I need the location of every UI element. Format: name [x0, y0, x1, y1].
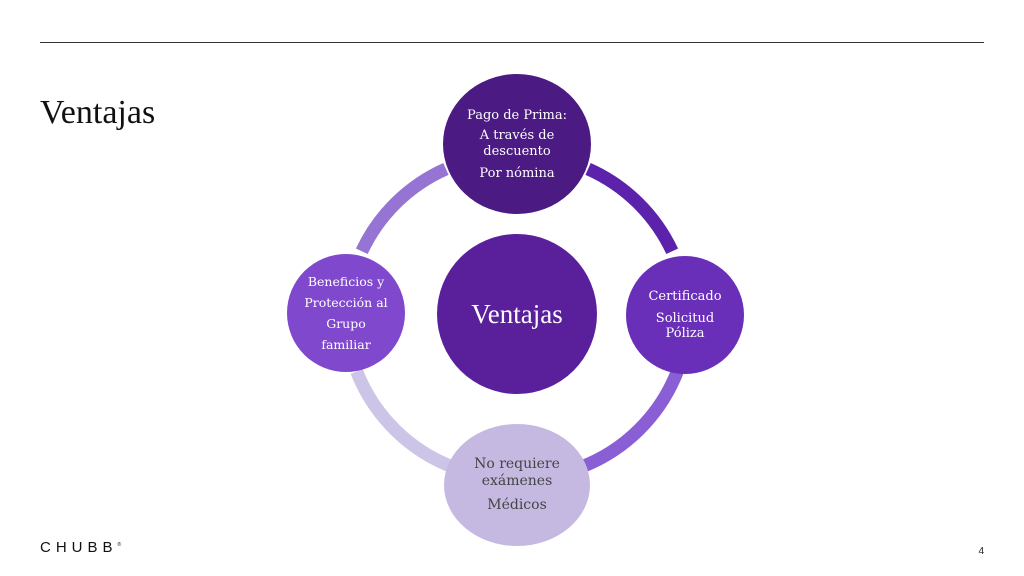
node-no-requiere-examenes: No requiere exámenes Médicos	[444, 424, 590, 546]
node-beneficios: Beneficios y Protección al Grupo familia…	[287, 254, 405, 372]
arc-pago-to-certificado	[585, 162, 679, 255]
node-beneficios-line-4: familiar	[321, 337, 371, 352]
node-certificado-line-1: Certificado	[648, 289, 722, 304]
node-certificado-line-3: Póliza	[665, 326, 705, 341]
top-rule	[40, 42, 984, 43]
center-node: Ventajas	[437, 234, 597, 394]
node-pago-line-3: descuento	[483, 143, 551, 159]
chubb-logo-text: CHUBB	[40, 539, 118, 556]
node-examenes-line-2: exámenes	[481, 473, 553, 489]
slide-title: Ventajas	[40, 94, 156, 131]
arc-beneficios-to-pago	[355, 162, 449, 255]
node-beneficios-line-2: Protección al	[304, 295, 388, 310]
chubb-logo: CHUBB®	[40, 539, 121, 556]
arc-examenes-to-beneficios	[350, 369, 457, 474]
node-pago-line-2: A través de	[479, 127, 555, 143]
node-pago-line-1: Pago de Prima:	[467, 107, 567, 123]
node-certificado: Certificado Solicitud Póliza	[626, 256, 744, 374]
node-beneficios-line-1: Beneficios y	[307, 274, 385, 289]
node-examenes-line-1: No requiere	[474, 456, 560, 472]
arc-certificado-to-examenes	[577, 369, 684, 474]
node-beneficios-line-3: Grupo	[326, 316, 366, 331]
node-certificado-line-2: Solicitud	[655, 311, 715, 326]
center-node-label: Ventajas	[471, 298, 563, 329]
page-number: 4	[978, 546, 984, 557]
node-pago-line-4: Por nómina	[479, 165, 555, 181]
chubb-logo-mark: ®	[117, 542, 122, 548]
node-pago-de-prima: Pago de Prima: A través de descuento Por…	[443, 74, 591, 214]
node-examenes-line-3: Médicos	[487, 497, 547, 513]
